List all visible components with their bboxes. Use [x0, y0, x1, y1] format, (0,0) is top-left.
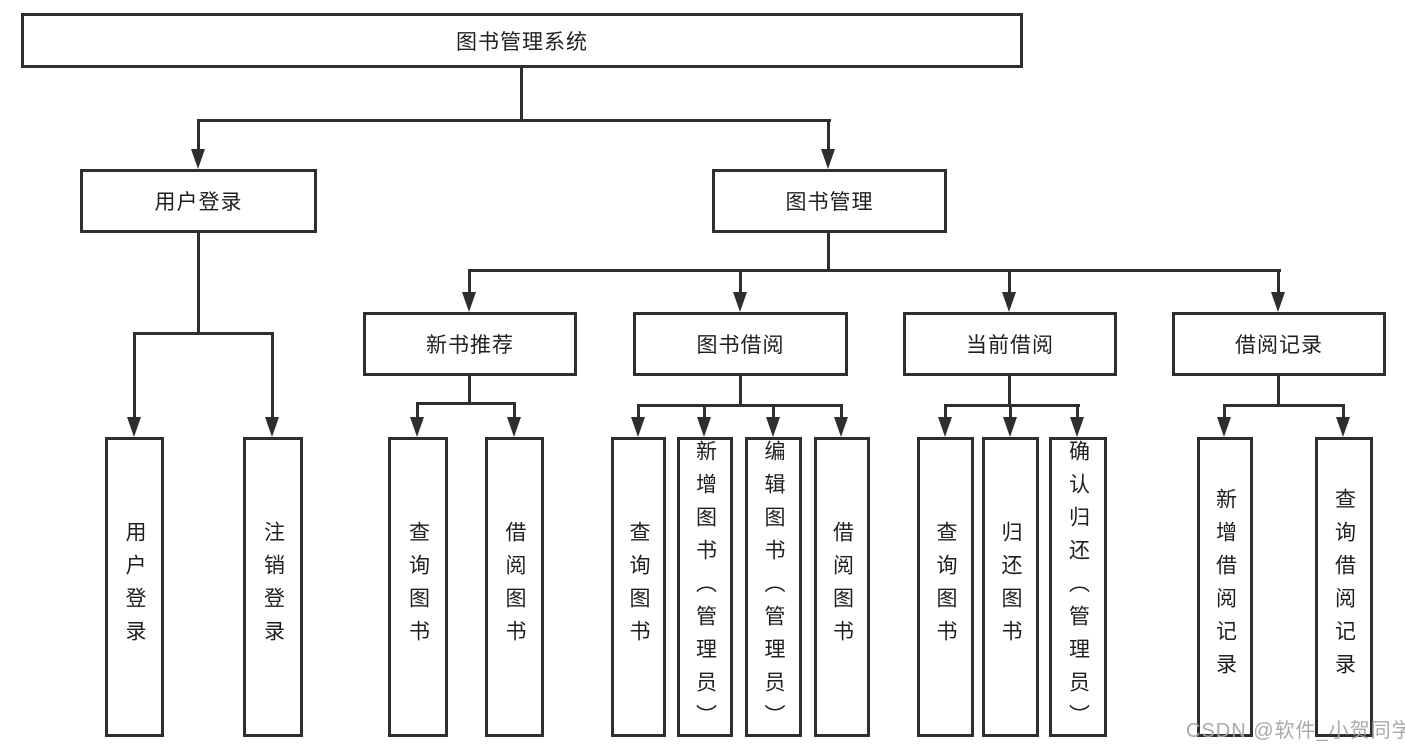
node-leaf-edit-book-admin: 编辑图书（管理员）: [745, 437, 802, 737]
edge-new-book-stem: [468, 376, 471, 404]
arrowhead-leaf-add-book-admin: [697, 417, 711, 437]
arrowhead-leaf-query-books-current: [938, 417, 952, 437]
edge-to-leaf-return-books: [1009, 404, 1012, 419]
node-label: 用户登录: [123, 521, 146, 653]
edge-to-current-borrowing: [1008, 269, 1011, 294]
edge-book-borrowing-rail: [637, 404, 843, 407]
node-leaf-logout: 注销登录: [243, 437, 303, 737]
edge-to-leaf-borrow-books-borrowing: [840, 404, 843, 419]
arrowhead-current-borrowing: [1002, 292, 1016, 312]
node-leaf-user-login: 用户登录: [105, 437, 164, 737]
edge-root-to-book-management: [827, 119, 830, 151]
node-current-borrowing: 当前借阅: [903, 312, 1117, 376]
node-leaf-query-books-borrowing: 查询图书: [611, 437, 666, 737]
node-label: 借阅图书: [503, 521, 526, 653]
arrowhead-borrowing-records: [1271, 292, 1285, 312]
edge-to-leaf-query-books-borrowing: [637, 404, 640, 419]
arrowhead-leaf-query-books-borrowing: [631, 417, 645, 437]
edge-book-management-stem: [827, 233, 830, 272]
arrowhead-book-management: [821, 149, 835, 169]
node-leaf-add-borrow-record: 新增借阅记录: [1197, 437, 1253, 737]
edge-borrowing-records-stem: [1277, 376, 1280, 406]
node-label: 用户登录: [154, 191, 243, 214]
edge-user-login-stem: [197, 233, 200, 334]
node-leaf-query-books-recommend: 查询图书: [388, 437, 448, 737]
edge-current-borrowing-stem: [1008, 376, 1011, 406]
edge-to-leaf-logout: [271, 332, 274, 419]
node-label: 图书借阅: [696, 334, 785, 357]
node-label: 查询借阅记录: [1332, 488, 1356, 686]
arrowhead-book-borrowing: [733, 292, 747, 312]
edge-user-login-rail: [133, 332, 274, 335]
node-leaf-query-books-current: 查询图书: [917, 437, 974, 737]
node-label: 编辑图书（管理员）: [762, 440, 785, 737]
node-borrowing-records: 借阅记录: [1172, 312, 1386, 376]
edge-to-leaf-query-borrow-record: [1342, 404, 1345, 419]
node-label: 新增图书（管理员）: [693, 440, 717, 737]
arrowhead-leaf-user-login: [127, 417, 141, 437]
edge-to-leaf-confirm-return-admin: [1076, 404, 1079, 419]
node-label: 确认归还（管理员）: [1066, 440, 1090, 737]
node-label: 归还图书: [999, 521, 1022, 653]
node-leaf-add-book-admin: 新增图书（管理员）: [677, 437, 733, 737]
edge-new-book-rail: [416, 402, 516, 405]
edge-to-leaf-add-borrow-record: [1223, 404, 1226, 419]
node-library-management-system: 图书管理系统: [21, 13, 1023, 68]
arrowhead-leaf-logout: [265, 417, 279, 437]
edge-root-rail: [197, 119, 831, 122]
edge-book-management-rail: [468, 269, 1281, 272]
node-leaf-query-borrow-record: 查询借阅记录: [1315, 437, 1373, 737]
node-leaf-return-books: 归还图书: [982, 437, 1039, 737]
edge-to-leaf-query-books-recommend: [416, 402, 419, 419]
node-leaf-borrow-books-borrowing: 借阅图书: [814, 437, 870, 737]
edge-to-new-book-recommendation: [468, 269, 471, 294]
arrowhead-leaf-return-books: [1003, 417, 1017, 437]
arrowhead-new-book-recommendation: [462, 292, 476, 312]
arrowhead-leaf-edit-book-admin: [766, 417, 780, 437]
arrowhead-leaf-query-borrow-record: [1336, 417, 1350, 437]
edge-root-to-user-login: [197, 119, 200, 151]
edge-current-borrowing-rail: [944, 404, 1080, 407]
node-label: 注销登录: [261, 521, 285, 653]
node-leaf-borrow-books-recommend: 借阅图书: [485, 437, 544, 737]
edge-to-leaf-query-books-current: [944, 404, 947, 419]
node-label: 图书管理系统: [456, 30, 588, 54]
arrowhead-user-login: [191, 149, 205, 169]
node-label: 借阅图书: [830, 521, 854, 653]
arrowhead-leaf-borrow-books-recommend: [507, 417, 521, 437]
node-label: 图书管理: [785, 191, 874, 214]
arrowhead-leaf-add-borrow-record: [1217, 417, 1231, 437]
node-user-login: 用户登录: [80, 169, 317, 233]
node-label: 查询图书: [934, 521, 957, 653]
node-book-management: 图书管理: [712, 169, 947, 233]
edge-to-leaf-add-book-admin: [703, 404, 706, 419]
edge-to-leaf-borrow-books-recommend: [513, 402, 516, 419]
edge-to-leaf-edit-book-admin: [772, 404, 775, 419]
edge-borrowing-records-rail: [1223, 404, 1345, 407]
arrowhead-leaf-borrow-books-borrowing: [834, 417, 848, 437]
node-book-borrowing: 图书借阅: [633, 312, 848, 376]
edge-to-book-borrowing: [739, 269, 742, 294]
arrowhead-leaf-confirm-return-admin: [1070, 417, 1084, 437]
node-label: 新书推荐: [426, 334, 514, 357]
csdn-watermark: CSDN @软件_小贺同学: [1186, 720, 1405, 742]
edge-root-stem: [520, 68, 523, 122]
edge-book-borrowing-stem: [739, 376, 742, 406]
arrowhead-leaf-query-books-recommend: [410, 417, 424, 437]
edge-to-leaf-user-login: [133, 332, 136, 419]
node-leaf-confirm-return-admin: 确认归还（管理员）: [1049, 437, 1107, 737]
node-new-book-recommendation: 新书推荐: [363, 312, 577, 376]
node-label: 当前借阅: [966, 334, 1054, 357]
node-label: 借阅记录: [1235, 334, 1323, 357]
node-label: 查询图书: [406, 521, 430, 653]
node-label: 新增借阅记录: [1213, 488, 1237, 686]
node-label: 查询图书: [627, 521, 650, 653]
edge-to-borrowing-records: [1277, 269, 1280, 294]
